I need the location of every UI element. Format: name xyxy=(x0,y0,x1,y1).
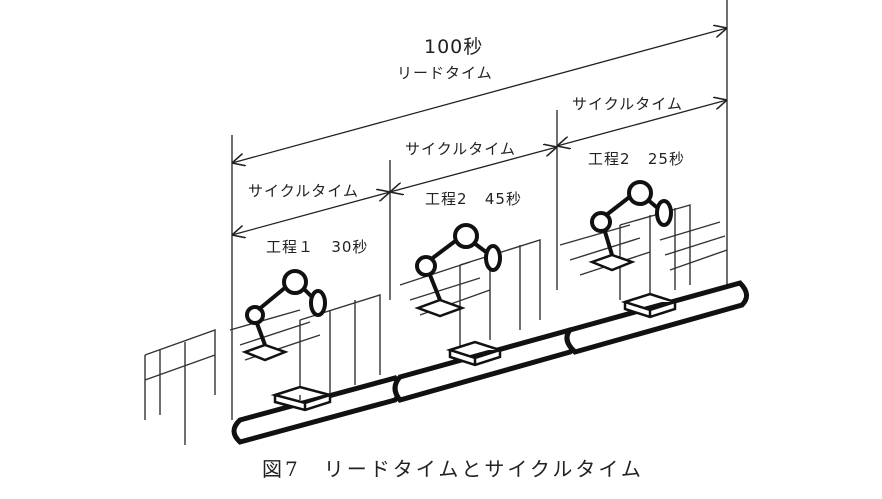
conveyor-belts xyxy=(231,280,749,445)
robot-1 xyxy=(241,269,327,362)
process-3: 工程2 25秒 xyxy=(588,148,685,169)
process-2: 工程2 45秒 xyxy=(425,188,522,209)
cycle-time-arrow-3 xyxy=(557,100,727,146)
figure-caption: 図7 リードタイムとサイクルタイム xyxy=(262,457,644,481)
process-1: 工程１ 30秒 xyxy=(266,236,368,257)
process-3-time: 25秒 xyxy=(647,150,685,168)
lead-time-arrow xyxy=(232,28,727,163)
robot-arms xyxy=(241,180,673,362)
cycle-time-label-2: サイクルタイム xyxy=(405,140,516,158)
process-2-time: 45秒 xyxy=(484,190,522,208)
robot-3 xyxy=(588,180,673,272)
lead-time-value: 100秒 xyxy=(424,36,484,58)
lead-time-label: リードタイム xyxy=(397,64,493,82)
cycle-time-label-1: サイクルタイム xyxy=(248,182,359,200)
process-1-time: 30秒 xyxy=(331,238,369,256)
cycle-time-arrow-1 xyxy=(232,192,390,235)
cycle-time-label-3: サイクルタイム xyxy=(572,95,683,113)
process-1-name: 工程１ xyxy=(266,238,315,256)
workpieces xyxy=(270,292,680,412)
cycle-time-arrow-2 xyxy=(390,147,557,192)
process-2-name: 工程2 xyxy=(425,190,468,208)
robot-2 xyxy=(414,223,502,318)
process-3-name: 工程2 xyxy=(588,150,631,168)
